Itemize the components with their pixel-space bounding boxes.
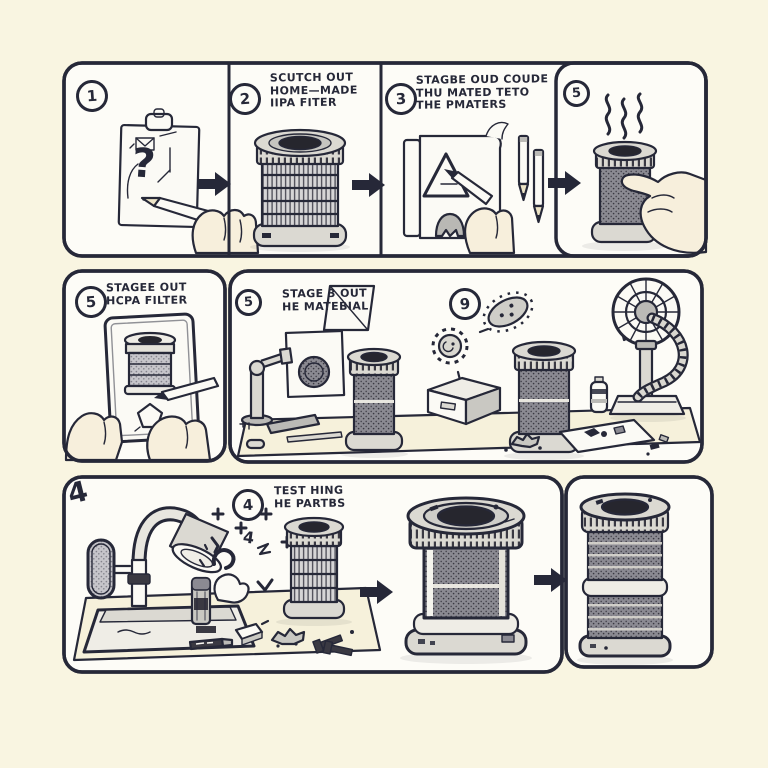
step3-caption: STAGBE OUD COUDE THU MATED TETO THE PMAT… xyxy=(416,72,549,112)
caption-line: IIPA FITER xyxy=(270,95,337,110)
eraser-icon xyxy=(234,622,264,646)
heat-lines-icon xyxy=(604,92,644,140)
step8-caption: TEST HING HE PARTBS xyxy=(273,484,346,511)
question-mark-sketch: ? xyxy=(130,140,157,188)
caption-line: HE PARTBS xyxy=(273,496,346,510)
stand-arm-icon xyxy=(240,347,294,427)
pencil-icon xyxy=(517,134,530,202)
screws-icon xyxy=(312,630,354,657)
caption-line: THE PMATERS xyxy=(416,97,507,112)
inspection-card-icon xyxy=(284,329,346,399)
sparkle-marks xyxy=(198,507,294,604)
pen-icon xyxy=(444,169,494,206)
hepa-filter-finished xyxy=(400,496,532,664)
panel-borders xyxy=(62,61,714,674)
tablet-icon xyxy=(103,312,201,444)
hepa-filter-mesh xyxy=(504,340,584,460)
hepa-filter-mesh xyxy=(340,347,408,458)
hepa-filter-pleated xyxy=(250,128,350,252)
box-icon xyxy=(426,376,502,426)
scatter-number: 4 xyxy=(241,527,256,548)
folded-card-icon xyxy=(322,284,376,332)
germ-icon xyxy=(482,291,534,333)
step6-caption: STAGE 3 OUT HE MATEBIAL xyxy=(281,287,369,314)
hand-icon xyxy=(146,415,212,462)
caption-line: HE MATEBIAL xyxy=(281,299,369,313)
hose-icon xyxy=(632,312,689,403)
hand-icon xyxy=(620,171,708,254)
clipboard xyxy=(117,108,201,229)
step2-caption: SCUTCH OUT HOME—MADE IIPA FITER xyxy=(270,71,358,110)
pencil-icon xyxy=(532,148,545,224)
hepa-filter-pleated xyxy=(276,516,352,626)
hand-icon xyxy=(191,208,260,255)
hepa-filter-mesh xyxy=(582,140,666,251)
lamp-icon xyxy=(82,506,256,654)
spray-can-icon xyxy=(589,376,609,414)
hepa-filter-stacked xyxy=(577,492,673,665)
glue-stick-icon xyxy=(190,576,212,626)
debris-sheet xyxy=(504,418,670,456)
hand-icon xyxy=(64,412,124,462)
pen-icon xyxy=(154,376,220,402)
step5-caption: STAGEE OUT HCPA FILTER xyxy=(105,281,188,308)
germ-icon xyxy=(431,327,469,365)
caption-line: HCPA FILTER xyxy=(105,293,188,307)
marker-pen-icon xyxy=(188,637,234,651)
hand-icon xyxy=(464,207,516,255)
desk-items xyxy=(239,413,343,450)
